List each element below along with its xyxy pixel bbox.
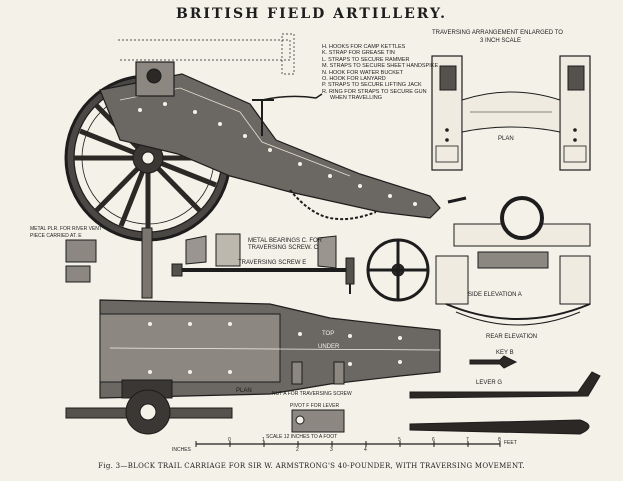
under-label: UNDER <box>318 344 340 350</box>
metal-bearings-label: METAL BEARINGS C. FOR <box>248 238 323 244</box>
legend-item: O. HOOK FOR LANYARD <box>322 76 386 83</box>
legend-item: H. HOOKS FOR CAMP KETTLES <box>322 44 406 50</box>
side-rear-elevation <box>435 196 591 326</box>
scale-number: 0 <box>228 437 231 443</box>
traversing-screw <box>171 257 355 294</box>
plan-top-label: PLAN <box>498 136 514 142</box>
metal-bearings <box>65 233 337 283</box>
legend-item: K. STRAP FOR GREASE TIN <box>322 50 395 57</box>
scale-number: 1 <box>262 437 265 443</box>
page-title: BRITISH FIELD ARTILLERY. <box>175 6 448 22</box>
legend-item: M. STRAPS TO SECURE SHEET HANDSPIKE <box>322 63 439 70</box>
traversing-plan-top <box>431 55 591 171</box>
side-view-carriage <box>64 33 467 242</box>
legend-item: WHEN TRAVELLING <box>330 95 383 102</box>
top-label: TOP <box>322 331 335 337</box>
handwheel <box>366 238 430 302</box>
traversing-screw-label: TRAVERSING SCREW E <box>238 260 307 266</box>
metal-rivet-label: METAL PLR. FOR RIVER VENT <box>30 226 102 232</box>
pivot-label: PIVOT F FOR LEVER <box>290 403 340 409</box>
scale-number: 6 <box>432 437 435 443</box>
small-parts <box>291 355 601 435</box>
scale-number: 8 <box>498 437 501 443</box>
nut-label: NUT A FOR TRAVERSING SCREW <box>272 391 352 397</box>
scale-number: 2 <box>296 447 299 453</box>
scale-number: 7 <box>466 437 469 443</box>
metal-bearings-label-2: TRAVERSING SCREW. C <box>248 245 318 251</box>
plan-main-label: PLAN <box>236 388 252 394</box>
scale-number: 4 <box>364 447 367 453</box>
scale-number: 3 <box>330 447 333 453</box>
parts-legend: H. HOOKS FOR CAMP KETTLES K. STRAP FOR G… <box>322 44 438 102</box>
traversing-title: TRAVERSING ARRANGEMENT ENLARGED TO <box>432 30 563 36</box>
legend-item: N. HOOK FOR WATER BUCKET <box>322 69 403 76</box>
scale-bar <box>195 441 501 447</box>
legend-item: R. RING FOR STRAPS TO SECURE GUN <box>322 88 427 95</box>
figure-caption: Fig. 3—BLOCK TRAIL CARRIAGE FOR SIR W. A… <box>98 462 525 470</box>
key-label: KEY B <box>496 350 514 356</box>
scale-inches: INCHES <box>172 447 191 453</box>
traversing-scale: 3 INCH SCALE <box>480 38 522 44</box>
legend-item: L. STRAPS TO SECURE RAMMER <box>322 56 410 63</box>
lever-label: LEVER G <box>476 380 503 386</box>
legend-item: P. STRAPS TO SECURE LIFTING JACK <box>322 82 422 89</box>
scale-number: 5 <box>398 437 401 443</box>
plan-view-carriage <box>65 227 441 435</box>
scale-title: SCALE 12 INCHES TO A FOOT <box>266 434 338 440</box>
side-elevation-label: SIDE ELEVATION A <box>468 292 522 298</box>
rear-elevation-label: REAR ELEVATION <box>486 334 538 340</box>
scale-feet: FEET <box>504 440 517 446</box>
metal-rivet-label-2: PIECE CARRIED AT. E <box>30 233 82 239</box>
